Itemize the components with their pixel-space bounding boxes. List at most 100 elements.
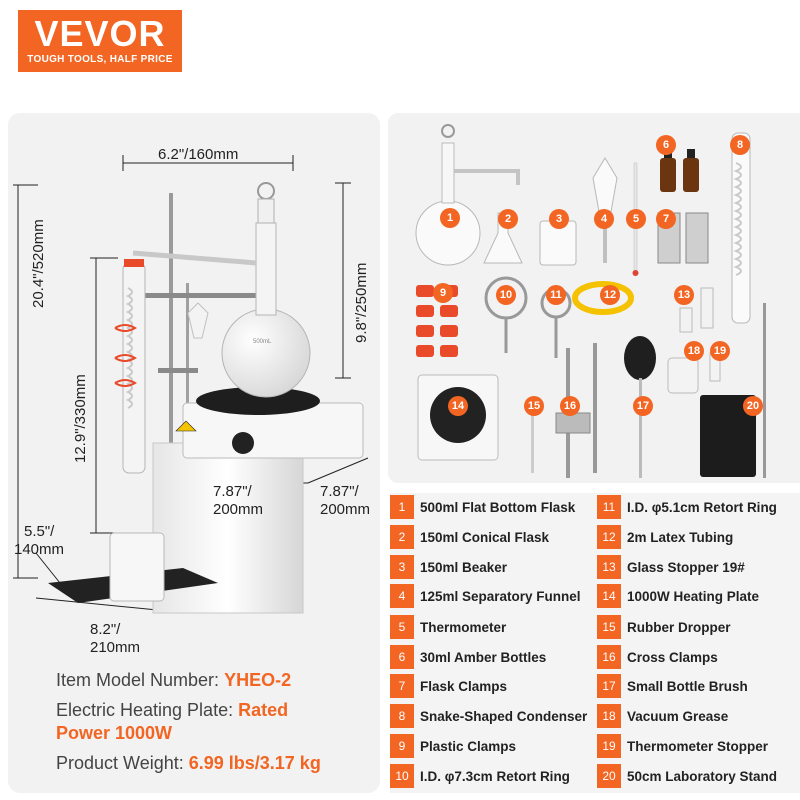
list-label: 30ml Amber Bottles <box>420 649 547 665</box>
list-label: Glass Stopper 19# <box>627 559 745 575</box>
list-label: 500ml Flat Bottom Flask <box>420 499 576 515</box>
list-number: 18 <box>597 704 621 728</box>
apparatus-illustration: 500mL <box>13 155 369 614</box>
spec-weight-label: Product Weight: <box>56 753 189 773</box>
dim-flask-height: 9.8"/250mm <box>353 262 370 343</box>
list-label: 50cm Laboratory Stand <box>627 768 778 784</box>
spec-model: Item Model Number: YHEO-2 <box>56 668 291 692</box>
part-marker-1: 1 <box>440 208 460 228</box>
list-item: 14 1000W Heating Plate <box>597 584 800 608</box>
list-number: 9 <box>390 734 414 758</box>
list-number: 14 <box>597 584 621 608</box>
list-number: 20 <box>597 764 621 788</box>
list-item: 18 Vacuum Grease <box>597 704 800 728</box>
list-number: 13 <box>597 555 621 579</box>
dim-plate-width-mm: 200mm <box>213 501 264 518</box>
logo-tagline: TOUGH TOOLS, HALF PRICE <box>27 54 173 65</box>
list-number: 7 <box>390 674 414 698</box>
list-number: 5 <box>390 615 414 639</box>
list-number: 1 <box>390 495 414 519</box>
list-number: 6 <box>390 645 414 669</box>
dim-base-depth: 5.5"/ <box>24 523 55 540</box>
dim-flask-width: 6.2"/160mm <box>158 146 239 163</box>
list-label: 150ml Conical Flask <box>420 529 550 545</box>
spec-weight: Product Weight: 6.99 lbs/3.17 kg <box>56 751 321 775</box>
part-marker-6: 6 <box>656 135 676 155</box>
dim-plate-width: 7.87"/ <box>213 483 252 500</box>
vevor-logo: VEVOR TOUGH TOOLS, HALF PRICE <box>18 10 182 72</box>
spec-plate-label: Electric Heating Plate: <box>56 700 239 720</box>
part-marker-12: 12 <box>600 285 620 305</box>
list-label: Flask Clamps <box>420 678 508 694</box>
list-item: 13 Glass Stopper 19# <box>597 555 800 579</box>
list-label: Vacuum Grease <box>627 708 729 724</box>
part-marker-19: 19 <box>710 341 730 361</box>
part-marker-7: 7 <box>656 209 676 229</box>
dim-condenser-height: 12.9"/330mm <box>72 374 89 463</box>
part-marker-4: 4 <box>594 209 614 229</box>
list-number: 17 <box>597 674 621 698</box>
spec-plate-value-1: Rated <box>238 700 289 720</box>
dim-total-height: 20.4"/520mm <box>30 219 47 308</box>
dim-plate-depth-mm: 200mm <box>320 501 371 518</box>
part-marker-5: 5 <box>626 209 646 229</box>
list-number: 11 <box>597 495 621 519</box>
list-label: Cross Clamps <box>627 649 718 665</box>
list-label: I.D. φ5.1cm Retort Ring <box>627 499 777 515</box>
part-marker-11: 11 <box>546 285 566 305</box>
list-item: 20 50cm Laboratory Stand <box>597 764 800 788</box>
list-label: 2m Latex Tubing <box>627 529 734 545</box>
part-marker-8: 8 <box>730 135 750 155</box>
components-illustration <box>415 124 766 478</box>
parts-list-panel <box>390 493 800 793</box>
list-number: 16 <box>597 645 621 669</box>
spec-heating-plate: Electric Heating Plate: Rated <box>56 698 288 722</box>
dim-base-width: 8.2"/ <box>90 621 121 638</box>
list-item: 4 125ml Separatory Funnel <box>390 584 595 608</box>
spec-plate-value-2: Power 1000W <box>56 723 173 743</box>
list-number: 8 <box>390 704 414 728</box>
list-number: 12 <box>597 525 621 549</box>
list-label: Small Bottle Brush <box>627 678 748 694</box>
part-marker-16: 16 <box>560 396 580 416</box>
list-number: 10 <box>390 764 414 788</box>
logo-name: VEVOR <box>34 13 166 54</box>
list-item: 5 Thermometer <box>390 615 595 639</box>
list-label: 125ml Separatory Funnel <box>420 588 581 604</box>
list-item: 19 Thermometer Stopper <box>597 734 800 758</box>
part-marker-13: 13 <box>674 285 694 305</box>
spec-weight-value: 6.99 lbs/3.17 kg <box>188 753 321 773</box>
part-marker-9: 9 <box>433 283 453 303</box>
list-label: Thermometer Stopper <box>627 738 769 754</box>
list-label: Rubber Dropper <box>627 619 731 635</box>
part-marker-2: 2 <box>498 209 518 229</box>
assembled-apparatus-panel: 500mL 6.2"/160mm 20.4"/520mm 9.8"/250mm … <box>8 113 380 793</box>
part-marker-14: 14 <box>448 396 468 416</box>
list-number: 4 <box>390 584 414 608</box>
flask-marking: 500mL <box>253 339 272 345</box>
dim-plate-depth: 7.87"/ <box>320 483 359 500</box>
list-label: Thermometer <box>420 619 507 635</box>
part-marker-17: 17 <box>633 396 653 416</box>
part-marker-15: 15 <box>524 396 544 416</box>
list-label: 1000W Heating Plate <box>627 588 760 604</box>
list-item: 7 Flask Clamps <box>390 674 595 698</box>
dim-base-width-mm: 210mm <box>90 639 141 656</box>
list-item: 1 500ml Flat Bottom Flask <box>390 495 595 519</box>
list-item: 6 30ml Amber Bottles <box>390 645 595 669</box>
part-marker-3: 3 <box>549 209 569 229</box>
list-item: 12 2m Latex Tubing <box>597 525 800 549</box>
part-marker-18: 18 <box>684 341 704 361</box>
spec-model-value: YHEO-2 <box>224 670 292 690</box>
spec-heating-plate-line2: Power 1000W <box>56 721 172 745</box>
list-number: 19 <box>597 734 621 758</box>
list-item: 11 I.D. φ5.1cm Retort Ring <box>597 495 800 519</box>
part-marker-10: 10 <box>496 285 516 305</box>
list-number: 3 <box>390 555 414 579</box>
list-item: 17 Small Bottle Brush <box>597 674 800 698</box>
